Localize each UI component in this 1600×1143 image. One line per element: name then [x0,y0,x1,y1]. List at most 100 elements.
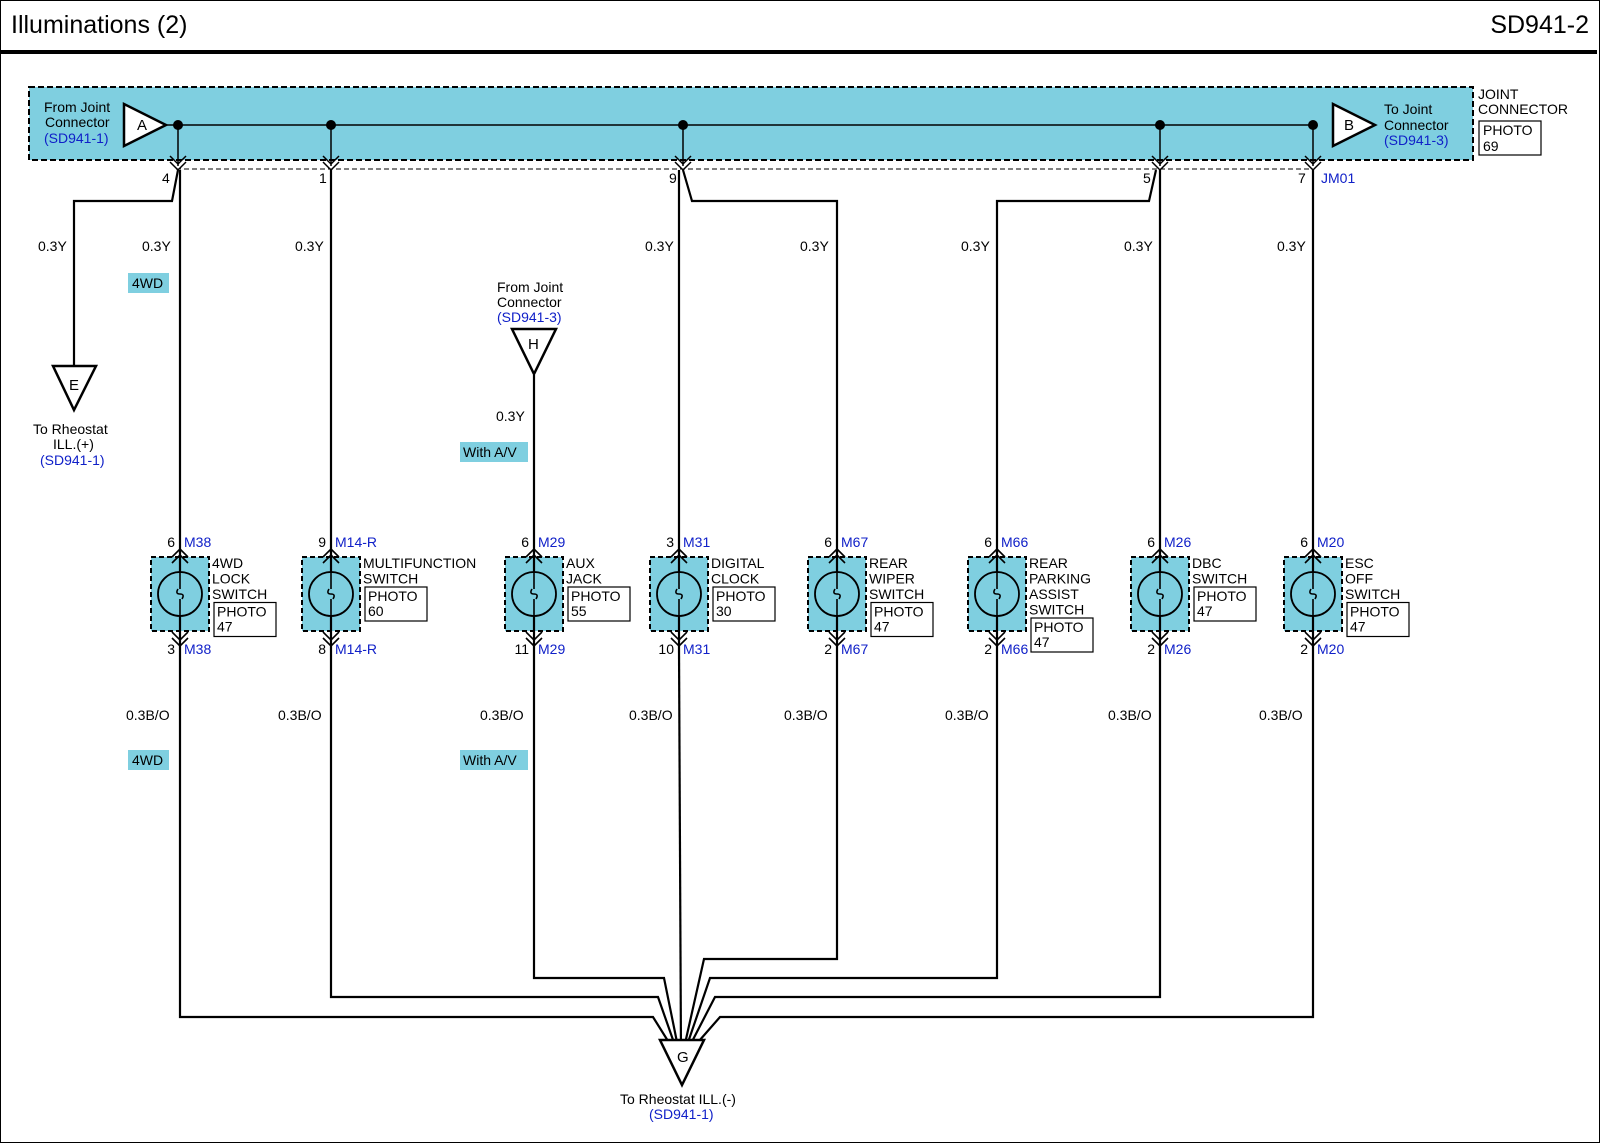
connector-id: M14-R [335,534,377,550]
bulb-filament [530,572,538,616]
photo-label: PHOTO [217,604,267,620]
connector-b-letter: B [1344,117,1354,134]
component-name: SWITCH [363,571,418,587]
connector-h-ref: (SD941-3) [497,309,562,325]
pin-number: 8 [318,641,326,657]
pin-number: 3 [666,534,674,550]
connector-h-line1: From Joint [497,279,563,295]
wire-label: 0.3B/O [945,707,989,723]
component-name: ASSIST [1029,586,1079,602]
photo-box [1193,586,1257,622]
bulb-filament [833,572,841,616]
pin-number: 6 [521,534,529,550]
joint-pin-label: 1 [319,170,327,186]
joint-connector-id: JM01 [1321,170,1355,186]
connector-b-ref: (SD941-3) [1384,132,1449,148]
joint-photo-label: PHOTO [1483,122,1533,138]
photo-label: PHOTO [368,588,418,604]
joint-photo-num: 69 [1483,138,1499,154]
joint-pin-label: 9 [669,170,677,186]
joint-pin-label: 4 [162,170,170,186]
photo-number: 47 [1350,619,1366,635]
photo-box [712,586,776,622]
pin-number: 2 [984,641,992,657]
connector-id: M14-R [335,641,377,657]
connector-id: M29 [538,534,565,550]
joint-photo-box [1478,120,1542,156]
connector-a-triangle [122,101,169,149]
pin-number: 6 [1147,534,1155,550]
wire-label: 0.3Y [142,238,171,254]
component-name: REAR [869,555,908,571]
photo-box [1346,601,1410,638]
photo-number: 47 [874,619,890,635]
photo-box [567,586,631,622]
wire-label: 0.3Y [1277,238,1306,254]
wire-label: 0.3Y [496,408,525,424]
component-name: AUX [566,555,595,571]
component-name: JACK [566,571,602,587]
connector-g-letter: G [677,1049,689,1066]
connector-a-line2: Connector [45,114,110,130]
wire-label: 0.3B/O [278,707,322,723]
connector-id: M31 [683,641,710,657]
component-name: PARKING [1029,571,1091,587]
connector-a-letter: A [137,117,147,134]
connector-id: M67 [841,641,868,657]
joint-connector-label-2: CONNECTOR [1478,101,1568,117]
connector-e-letter: E [69,377,79,394]
bulb-filament [327,572,335,616]
pin-number: 6 [984,534,992,550]
photo-number: 47 [1034,634,1050,650]
photo-box [1030,617,1094,653]
bus-drops [169,125,1322,172]
component-name: LOCK [212,571,251,587]
connector-id: M29 [538,641,565,657]
pin-number: 2 [1147,641,1155,657]
photo-number: 47 [1197,603,1213,619]
photo-label: PHOTO [571,588,621,604]
connector-id: M66 [1001,641,1028,657]
pin-number: 11 [514,641,529,657]
connector-e-line2: ILL.(+) [53,436,94,452]
connector-e-line1: To Rheostat [33,421,108,437]
bulb-filament [1309,572,1317,616]
photo-label: PHOTO [1034,619,1084,635]
wire-label: 0.3Y [961,238,990,254]
pin-number: 6 [824,534,832,550]
option-tag-av-text: With A/V [463,752,517,768]
component-name: SWITCH [1345,586,1400,602]
pin-number: 10 [658,641,674,657]
joint-pin-label: 5 [1143,170,1151,186]
component-name: DIGITAL [711,555,765,571]
option-tag-4wd [128,750,169,770]
connector-b-line2: Connector [1384,117,1449,133]
component-name: SWITCH [212,586,267,602]
component-name: 4WD [212,555,243,571]
option-tag-av [460,442,528,462]
pin-number: 3 [167,641,175,657]
connector-a-line1: From Joint [44,99,110,115]
connector-id: M26 [1164,641,1191,657]
connector-h-line2: Connector [497,294,562,310]
bulb-filament [176,572,184,616]
option-tag-4wd [128,273,169,293]
component-name: SWITCH [1029,602,1084,618]
component-name: ESC [1345,555,1374,571]
wire-label: 0.3Y [1124,238,1153,254]
page-code: SD941-2 [1490,11,1589,39]
wire-label: 0.3B/O [1259,707,1303,723]
photo-box [213,601,277,638]
connector-g-triangle [657,1038,707,1088]
wire-label: 0.3B/O [629,707,673,723]
connector-id: M26 [1164,534,1191,550]
connector-h-triangle [509,327,559,377]
bulb-filament [993,572,1001,616]
photo-number: 55 [571,603,587,619]
pin-number: 6 [1300,534,1308,550]
wire-label: 0.3B/O [480,707,524,723]
